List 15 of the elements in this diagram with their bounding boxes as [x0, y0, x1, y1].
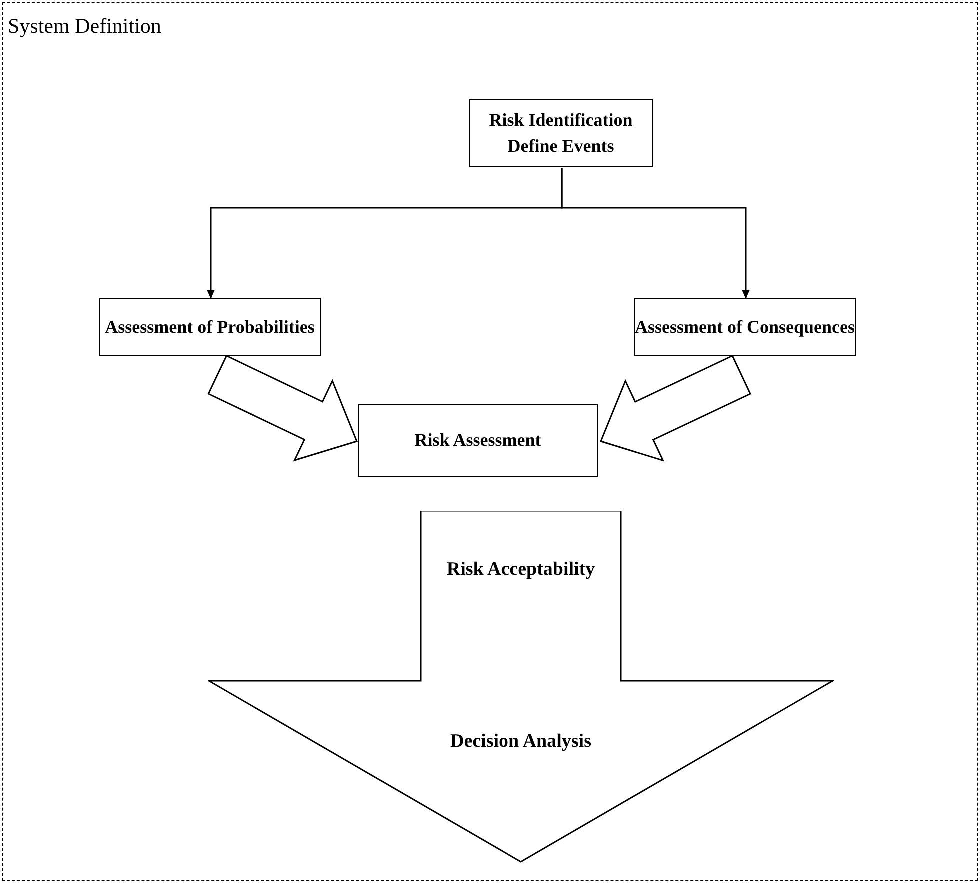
box-label: Risk Assessment — [414, 429, 542, 452]
process-box — [358, 404, 598, 477]
box-label: Assessment of Consequences — [635, 316, 855, 339]
arrow-label: Risk Acceptability — [446, 558, 596, 582]
process-box — [634, 298, 856, 356]
process-box — [469, 99, 653, 167]
box-label: Define Events — [508, 135, 614, 158]
box-label: Assessment of Probabilities — [105, 316, 315, 339]
arrow — [561, 168, 750, 299]
box-label: Risk Identification — [489, 108, 633, 132]
boundary-title: System Definition — [8, 13, 162, 40]
process-box — [99, 298, 321, 356]
hollow-block-arrow — [208, 355, 358, 462]
arrow-label: Decision Analysis — [450, 730, 592, 754]
hollow-block-arrow — [600, 355, 752, 462]
